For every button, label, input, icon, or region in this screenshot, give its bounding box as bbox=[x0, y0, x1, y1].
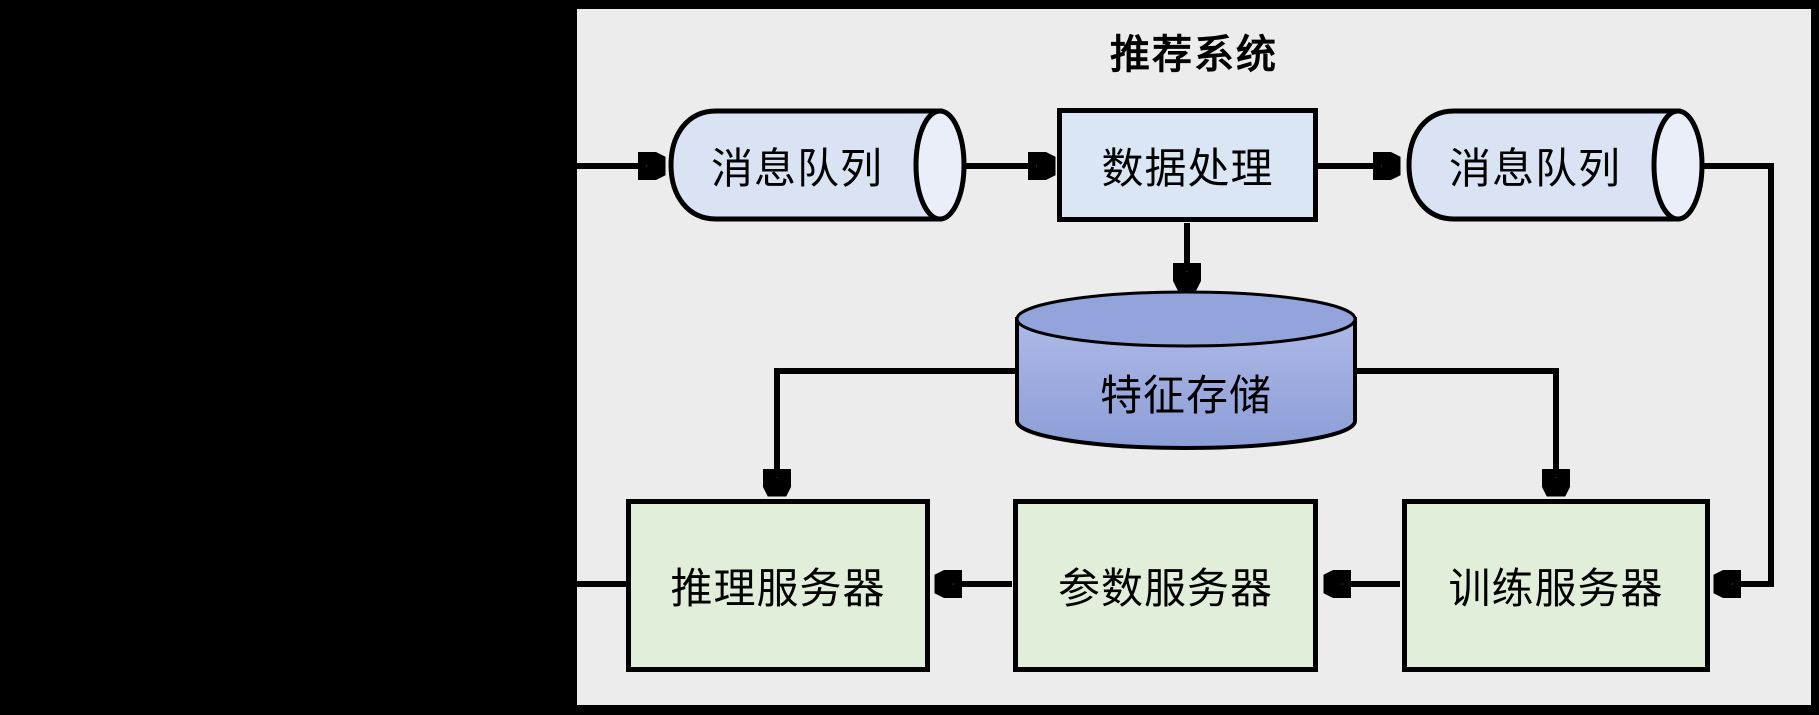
node-data-processing: 数据处理 bbox=[1057, 108, 1318, 222]
cylinder-body-shape bbox=[668, 108, 943, 222]
cylinder-cap-shape bbox=[913, 108, 967, 222]
database-body-shape bbox=[1015, 317, 1357, 450]
node-label: 消息队列 bbox=[710, 146, 883, 193]
node-inference-server: 推理服务器 bbox=[626, 499, 930, 672]
node-message-queue-2: 消息队列 bbox=[1402, 107, 1708, 223]
node-label: 特征存储 bbox=[1099, 373, 1272, 420]
node-training-server: 训练服务器 bbox=[1402, 499, 1710, 672]
database-top-shape bbox=[1015, 290, 1357, 348]
node-parameter-server: 参数服务器 bbox=[1013, 499, 1318, 672]
node-label: 消息队列 bbox=[1448, 146, 1621, 193]
cylinder-body-shape bbox=[1406, 108, 1681, 222]
node-feature-store: 特征存储 bbox=[1013, 288, 1359, 452]
cylinder-cap-shape bbox=[1651, 108, 1705, 222]
node-message-queue-1: 消息队列 bbox=[664, 107, 970, 223]
diagram-title: 推荐系统 bbox=[1110, 32, 1278, 77]
